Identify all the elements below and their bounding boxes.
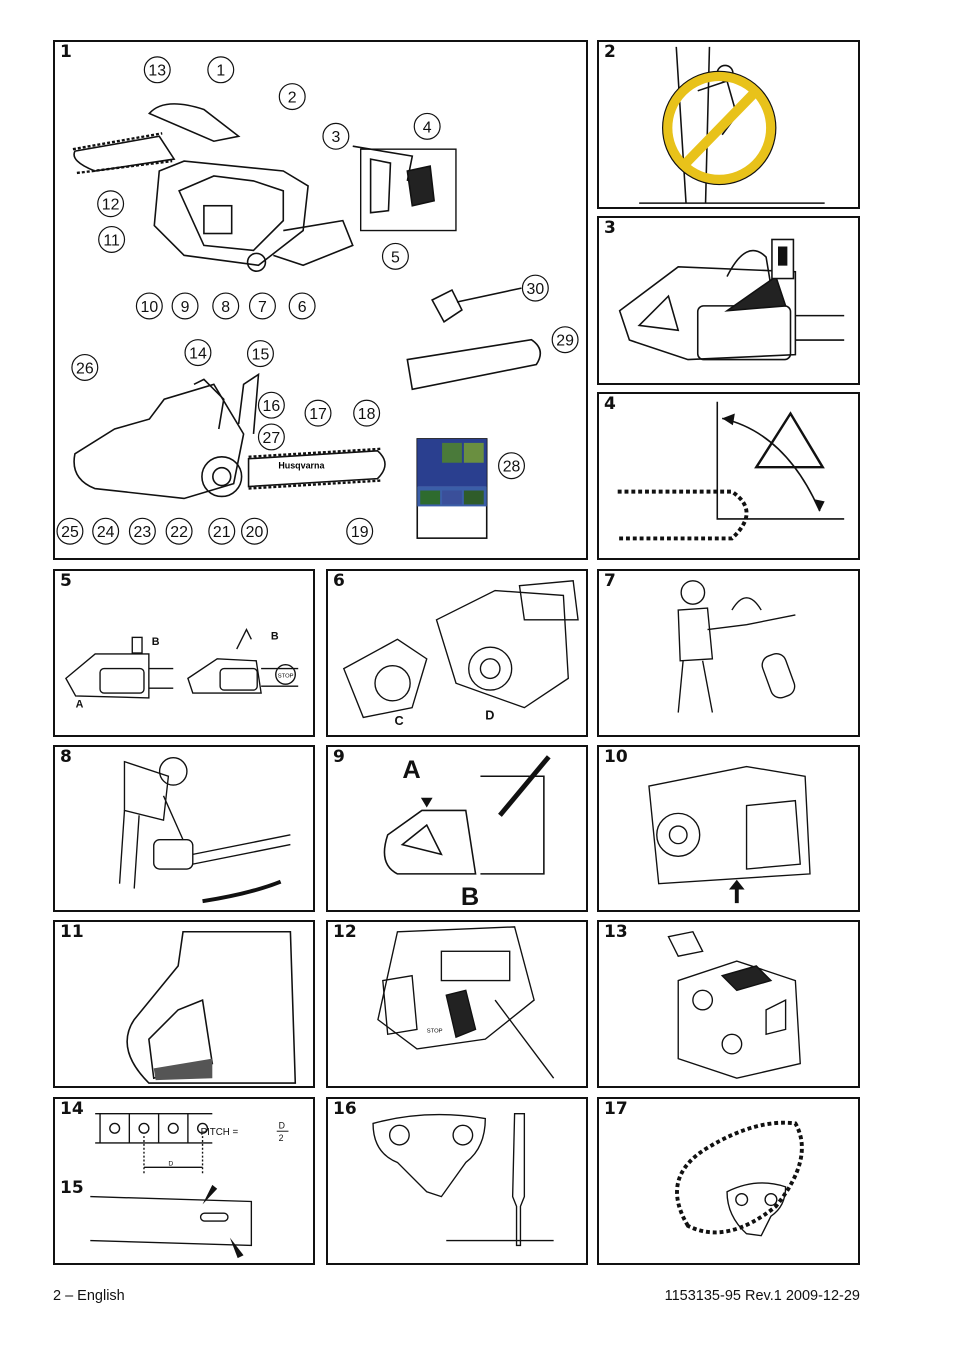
callout-26: 26: [76, 360, 94, 377]
chain-loop-illustration: [675, 1120, 804, 1237]
drive-link-illustration: [372, 1112, 554, 1247]
panel-10: 10: [597, 745, 860, 912]
operator-bending-illustration: [118, 757, 291, 904]
label-a: A: [402, 756, 420, 784]
pitch-label: PITCH =: [201, 1127, 239, 1138]
footer-page-label: 2 – English: [53, 1288, 125, 1304]
callout-19: 19: [351, 524, 369, 541]
panel-17: 17: [597, 1097, 860, 1265]
panel-number: 13: [604, 922, 628, 942]
callout-17: 17: [309, 406, 327, 423]
footer-document-id: 1153135-95 Rev.1 2009-12-29: [664, 1288, 860, 1304]
callout-18: 18: [358, 406, 376, 423]
panel-number: 4: [604, 394, 616, 414]
panel-number: 3: [604, 218, 616, 238]
panel-8: 8: [53, 745, 315, 912]
stop-switch-illustration: STOP: [377, 926, 555, 1079]
callout-3: 3: [331, 129, 340, 146]
callout-16: 16: [263, 398, 281, 415]
panel-11: 11: [53, 920, 315, 1088]
panel-number: 12: [333, 922, 357, 942]
callout-5: 5: [391, 249, 400, 266]
panel-number: 6: [333, 571, 345, 591]
dimension-d: D: [168, 1160, 173, 1167]
callout-2: 2: [288, 90, 297, 107]
panel-1: 1: [53, 40, 588, 560]
pitch-denominator: 2: [279, 1133, 284, 1143]
panel-13: 13: [597, 920, 860, 1088]
panel-number: 2: [604, 42, 616, 62]
callout-21: 21: [213, 524, 231, 541]
no-climbing-illustration: [639, 46, 825, 204]
panel-number: 5: [60, 571, 72, 591]
label-c: C: [395, 714, 404, 728]
label-b-2: B: [271, 630, 279, 642]
clutch-cover-illustration: C D: [342, 580, 579, 728]
label-b: B: [152, 636, 160, 648]
panel-3: 3: [597, 216, 860, 385]
kickback-zone-illustration: [617, 401, 845, 541]
label-d: D: [485, 708, 494, 722]
callout-4: 4: [423, 119, 432, 136]
panel-14-15: 14 15 PITCH = D 2 D: [53, 1097, 315, 1265]
callout-14: 14: [189, 346, 207, 363]
panel-number: 1: [60, 42, 72, 62]
muffler-illustration: [667, 930, 801, 1079]
front-guard-illustration: A B: [383, 755, 551, 910]
operator-kickback-illustration: [677, 580, 796, 713]
panel-number: 17: [604, 1099, 628, 1119]
panel-5: 5 A B B STOP: [53, 569, 315, 737]
callout-13: 13: [148, 63, 166, 80]
callout-20: 20: [246, 524, 264, 541]
callout-30: 30: [527, 281, 545, 298]
callout-15: 15: [252, 347, 270, 364]
callout-7: 7: [258, 299, 267, 316]
panel-12: 12 STOP: [326, 920, 588, 1088]
callout-22: 22: [170, 524, 188, 541]
callout-23: 23: [134, 524, 152, 541]
label-a: A: [76, 699, 84, 711]
stop-label: STOP: [278, 673, 294, 679]
callout-1: 1: [216, 63, 225, 80]
panel-9: 9 A B: [326, 745, 588, 912]
callout-25: 25: [61, 524, 79, 541]
panel-number: 8: [60, 747, 72, 767]
callout-12: 12: [102, 197, 120, 214]
chain-brake-illustration: [618, 238, 845, 361]
callout-8: 8: [221, 299, 230, 316]
brand-label: Husqvarna: [278, 461, 325, 471]
panel-6: 6 C D: [326, 569, 588, 737]
callout-24: 24: [97, 524, 115, 541]
panel-number: 7: [604, 571, 616, 591]
callout-29: 29: [556, 333, 574, 350]
chainsaw-parts-illustration: Husqvarna 1 2 3 4 5 6 7 8: [56, 56, 579, 545]
right-hand-guard-illustration: [126, 930, 297, 1084]
panel-number: 11: [60, 922, 84, 942]
callout-10: 10: [141, 299, 159, 316]
panel-number-15: 15: [60, 1178, 84, 1198]
callout-11: 11: [103, 232, 120, 249]
callout-6: 6: [298, 299, 307, 316]
panel-2: 2: [597, 40, 860, 209]
pitch-numerator: D: [279, 1120, 285, 1130]
stop-label: STOP: [427, 1028, 443, 1034]
panel-16: 16: [326, 1097, 588, 1265]
panel-number: 14: [60, 1099, 84, 1119]
panel-number: 9: [333, 747, 345, 767]
callout-28: 28: [503, 459, 521, 476]
callout-9: 9: [181, 299, 190, 316]
chain-pitch-illustration: PITCH = D 2 D: [90, 1112, 289, 1259]
chain-brake-activation-illustration: A B B STOP: [65, 628, 299, 711]
callout-27: 27: [263, 430, 281, 447]
panel-number: 10: [604, 747, 628, 767]
label-b: B: [461, 883, 479, 910]
panel-4: 4: [597, 392, 860, 560]
panel-7: 7: [597, 569, 860, 737]
panel-number: 16: [333, 1099, 357, 1119]
chain-catcher-illustration: [648, 765, 811, 904]
